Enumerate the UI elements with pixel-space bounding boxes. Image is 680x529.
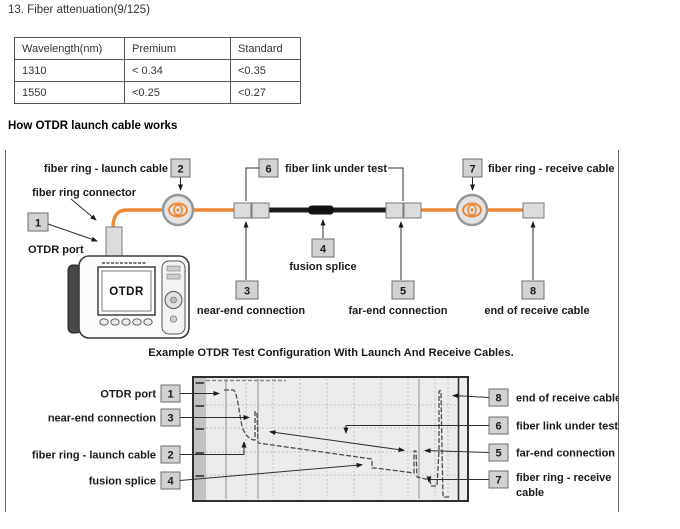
receive-cable-label: fiber ring - receive cable xyxy=(488,163,615,175)
page-title: 13. Fiber attenuation(9/125) xyxy=(8,4,150,16)
num-2: 2 xyxy=(177,164,183,176)
trace-fusion-label: fusion splice xyxy=(89,476,156,488)
num-6: 6 xyxy=(265,164,271,176)
fiber-link-bracket-left xyxy=(245,167,259,201)
near-end-connector-a xyxy=(233,202,252,219)
trace-arrow-2 xyxy=(180,441,247,455)
num-8: 8 xyxy=(530,286,536,298)
otdr-trace-line xyxy=(224,389,450,498)
col-header-wavelength: Wavelength(nm) xyxy=(14,37,125,60)
launch-cable-line xyxy=(111,208,234,229)
device-key-round xyxy=(169,315,178,323)
launch-cable-label: fiber ring - launch cable xyxy=(44,163,168,175)
trace-far-end-label: far-end connection xyxy=(516,448,615,460)
cell-wavelength: 1310 xyxy=(14,59,125,82)
trace-num-7: 7 xyxy=(495,475,501,487)
trace-receive-cable-label-line2: cable xyxy=(516,487,544,499)
fusion-splice-bulge xyxy=(308,205,334,215)
link-span-arrow-right xyxy=(336,440,405,453)
far-end-connector-b xyxy=(403,202,422,219)
col-header-standard: Standard xyxy=(230,37,301,60)
far-end-label: far-end connection xyxy=(348,305,447,317)
fiber-link-bracket-right xyxy=(388,167,404,201)
graph-frame xyxy=(192,376,469,502)
device-key xyxy=(166,273,181,280)
trace-diagram: OTDR port 1 near-end connection 3 fiber … xyxy=(32,376,621,502)
trace-arrow-5 xyxy=(424,448,490,454)
num-1: 1 xyxy=(35,218,41,230)
table-header-row: Wavelength(nm) Premium Standard xyxy=(14,37,301,60)
trace-num-1: 1 xyxy=(167,389,173,401)
otdr-port-label: OTDR port xyxy=(28,244,84,256)
cell-wavelength: 1550 xyxy=(14,81,125,104)
num-box-4 xyxy=(311,238,335,258)
graph-gridlines xyxy=(206,379,458,499)
trace-arrow-4 xyxy=(179,462,363,481)
arrow-ring-connector xyxy=(70,198,97,221)
graph-y-ticks xyxy=(195,382,204,477)
arrow-otdr-port xyxy=(47,223,98,242)
num-4: 4 xyxy=(320,244,327,256)
cell-standard: <0.27 xyxy=(230,81,301,104)
table-row: 1550 <0.25 <0.27 xyxy=(14,81,301,104)
trace-end-receive-label: end of receive cable xyxy=(516,393,618,405)
trace-arrow-8 xyxy=(452,393,490,399)
receive-fiber-ring xyxy=(455,193,489,227)
num-box-8 xyxy=(521,280,545,300)
trace-num-8: 8 xyxy=(495,393,501,405)
trace-num-4: 4 xyxy=(167,476,174,488)
trace-num-5: 5 xyxy=(495,448,501,460)
col-header-premium: Premium xyxy=(124,37,231,60)
fiber-link-label: fiber link under test xyxy=(285,163,387,175)
device-key xyxy=(166,265,181,272)
attenuation-table: Wavelength(nm) Premium Standard 1310 < 0… xyxy=(14,37,301,104)
launch-fiber-ring xyxy=(161,193,195,227)
trace-num-6: 6 xyxy=(495,421,501,433)
near-end-connector-b xyxy=(251,202,270,219)
section-heading: How OTDR launch cable works xyxy=(8,120,178,132)
cell-standard: <0.35 xyxy=(230,59,301,82)
graph-marker-lines xyxy=(225,379,420,499)
end-receive-label: end of receive cable xyxy=(484,305,589,317)
device-screen xyxy=(101,270,152,312)
far-end-connector-a xyxy=(385,202,404,219)
figure-caption: Example OTDR Test Configuration With Lau… xyxy=(148,347,513,359)
num-7: 7 xyxy=(469,164,475,176)
num-3: 3 xyxy=(244,286,250,298)
num-box-3 xyxy=(235,280,259,300)
device-dpad-center xyxy=(170,296,177,304)
trace-receive-cable-label-line1: fiber ring - receive xyxy=(516,472,611,484)
graph-y-axis-strip xyxy=(194,378,206,500)
device-screen-text: OTDR xyxy=(109,286,144,298)
num-box-1 xyxy=(27,212,49,232)
cell-premium: <0.25 xyxy=(124,81,231,104)
otdr-diagram-svg: fiber ring - launch cable 2 6 fiber link… xyxy=(27,158,621,502)
trace-near-end-label: near-end connection xyxy=(48,413,156,425)
table-row: 1310 < 0.34 <0.35 xyxy=(14,59,301,82)
fusion-splice-label: fusion splice xyxy=(289,261,356,273)
end-connector xyxy=(522,202,545,219)
link-span-arrow-left xyxy=(269,430,338,442)
otdr-device: OTDR xyxy=(67,255,190,339)
trace-otdr-port-label: OTDR port xyxy=(100,389,156,401)
trace-arrow-7 xyxy=(426,476,489,483)
cell-premium: < 0.34 xyxy=(124,59,231,82)
otdr-figure: fiber ring - launch cable 2 6 fiber link… xyxy=(5,150,621,512)
trace-num-2: 2 xyxy=(167,450,173,462)
setup-diagram: fiber ring - launch cable 2 6 fiber link… xyxy=(27,158,615,359)
num-box-5 xyxy=(391,280,415,300)
trace-launch-cable-label: fiber ring - launch cable xyxy=(32,450,156,462)
ring-connector-label: fiber ring connector xyxy=(32,187,137,199)
device-buttons xyxy=(99,318,153,326)
trace-fiber-link-label: fiber link under test xyxy=(516,421,618,433)
trace-arrow-6 xyxy=(343,425,489,434)
near-end-label: near-end connection xyxy=(197,305,305,317)
num-5: 5 xyxy=(400,286,406,298)
trace-num-3: 3 xyxy=(167,413,173,425)
